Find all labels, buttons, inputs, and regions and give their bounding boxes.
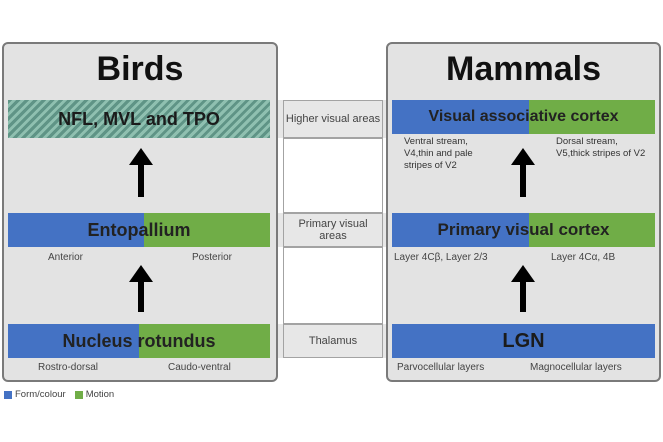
mammals-thalamus-label: LGN bbox=[502, 329, 545, 352]
mammals-primary-left-sublabel: Layer 4Cβ, Layer 2/3 bbox=[394, 252, 488, 263]
primary-visual-areas-label: Primary visual areas bbox=[283, 213, 383, 247]
legend: Form/colour Motion bbox=[4, 389, 114, 400]
mammals-arrow-up-1-icon bbox=[511, 148, 535, 165]
birds-arrow-up-2-icon bbox=[129, 265, 153, 282]
thalamus-label: Thalamus bbox=[283, 324, 383, 358]
birds-thalamus-left-sublabel: Rostro-dorsal bbox=[38, 362, 99, 373]
mammals-primary-label: Primary visual cortex bbox=[437, 220, 610, 239]
birds-primary-box: Entopallium bbox=[8, 213, 270, 247]
mammals-primary-right-sublabel: Layer 4Cα, 4B bbox=[551, 252, 616, 263]
birds-title: Birds bbox=[96, 50, 184, 88]
birds-arrow-up-1-icon bbox=[129, 148, 153, 165]
middle-blank-upper bbox=[283, 138, 383, 213]
mammals-higher-areas-box: Visual associative cortex bbox=[392, 100, 655, 134]
legend-motion-swatch bbox=[74, 390, 83, 399]
mammals-primary-box: Primary visual cortex bbox=[392, 213, 655, 247]
mammals-arrow-up-2-icon bbox=[511, 265, 535, 282]
mammals-title: Mammals bbox=[446, 50, 601, 88]
mammals-arrow-up-1-shaft bbox=[520, 163, 526, 197]
mammals-arrow-up-2-shaft bbox=[520, 280, 526, 312]
mammals-ventral-stream-note: Ventral stream, V4,thin and pale stripes… bbox=[404, 136, 473, 171]
mammals-dorsal-stream-note: Dorsal stream, V5,thick stripes of V2 bbox=[556, 136, 646, 159]
legend-motion-label: Motion bbox=[85, 389, 115, 400]
birds-arrow-up-2-shaft bbox=[138, 280, 144, 312]
birds-primary-label: Entopallium bbox=[87, 219, 191, 240]
birds-thalamus-label: Nucleus rotundus bbox=[62, 330, 216, 351]
birds-thalamus-right-sublabel: Caudo-ventral bbox=[168, 362, 231, 373]
birds-primary-left-sublabel: Anterior bbox=[48, 252, 84, 263]
birds-thalamus-box: Nucleus rotundus bbox=[8, 324, 270, 358]
birds-arrow-up-1-shaft bbox=[138, 163, 144, 197]
middle-blank-lower bbox=[283, 247, 383, 324]
mammals-higher-areas-label: Visual associative cortex bbox=[428, 108, 619, 125]
legend-form-label: Form/colour bbox=[15, 389, 66, 400]
mammals-thalamus-left-sublabel: Parvocellular layers bbox=[397, 362, 485, 373]
birds-higher-areas-box: NFL, MVL and TPO bbox=[8, 100, 270, 138]
higher-visual-areas-label: Higher visual areas bbox=[283, 100, 383, 138]
mammals-thalamus-box: LGN bbox=[392, 324, 655, 358]
mammals-thalamus-right-sublabel: Magnocellular layers bbox=[530, 362, 622, 373]
birds-higher-areas-label: NFL, MVL and TPO bbox=[58, 108, 220, 129]
birds-primary-right-sublabel: Posterior bbox=[192, 252, 233, 263]
legend-form-swatch bbox=[4, 390, 12, 399]
